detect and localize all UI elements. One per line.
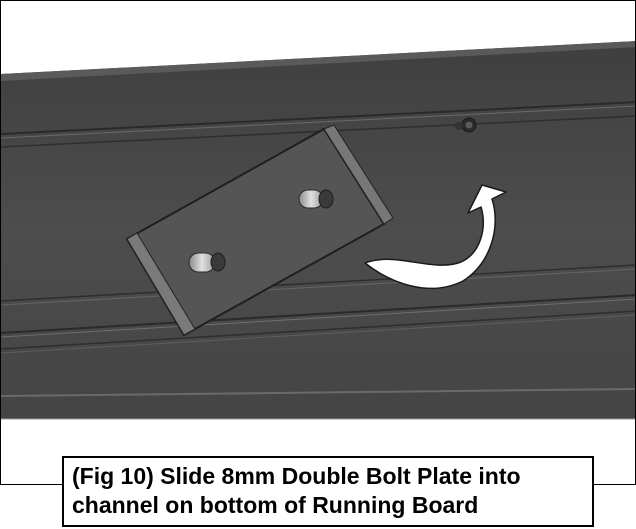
double-bolt-plate <box>125 124 394 337</box>
board-top-flange <box>1 41 635 81</box>
channel-line <box>1 310 635 350</box>
channel-line <box>1 298 635 338</box>
channel-line <box>1 268 635 306</box>
bolt-peg <box>298 189 334 209</box>
board-bolt <box>455 117 477 133</box>
bolt-peg <box>188 252 226 273</box>
running-board-illustration <box>1 41 635 420</box>
curved-arrow-icon <box>364 184 507 289</box>
channel-line <box>1 105 635 139</box>
board-bottom-edge <box>1 388 635 397</box>
figure-caption-box: (Fig 10) Slide 8mm Double Bolt Plate int… <box>62 456 594 527</box>
channel-line <box>1 101 635 135</box>
channel-line <box>1 294 635 334</box>
figure-frame <box>0 0 636 485</box>
channel-line <box>1 314 635 354</box>
figure-caption: (Fig 10) Slide 8mm Double Bolt Plate int… <box>72 463 521 518</box>
channel-line <box>1 264 635 302</box>
